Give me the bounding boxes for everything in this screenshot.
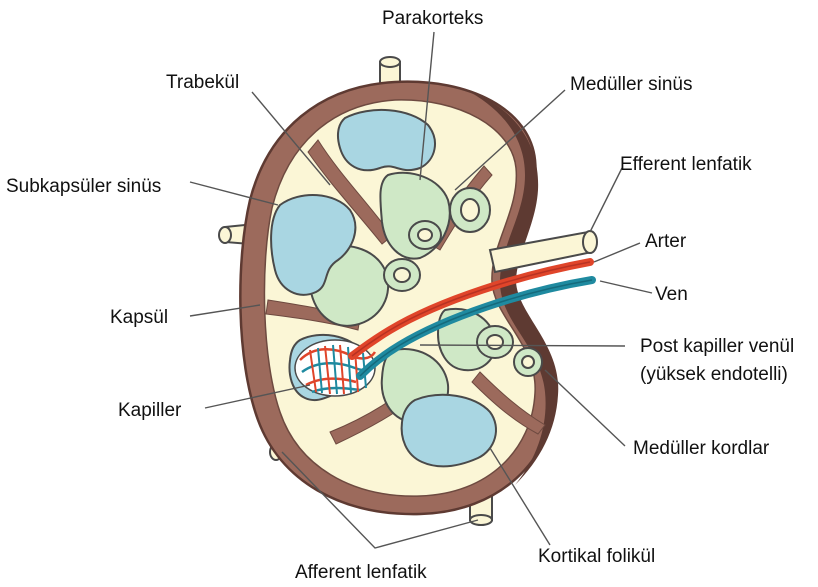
label-trabekul: Trabekül [166, 72, 239, 93]
label-afferent-lenfatik: Afferent lenfatik [295, 562, 427, 583]
label-meduller-sinus: Medüller sinüs [570, 74, 693, 95]
label-efferent-lenfatik: Efferent lenfatik [620, 154, 752, 175]
label-kortikal-folikul: Kortikal folikül [538, 546, 655, 567]
label-arter: Arter [645, 231, 687, 252]
label-kapiller: Kapiller [118, 400, 182, 421]
label-parakorteks: Parakorteks [382, 8, 483, 29]
label-kapsul: Kapsül [110, 307, 168, 328]
label-post-kapiller-venul-2: (yüksek endotelli) [640, 364, 788, 385]
label-ven: Ven [655, 284, 688, 305]
label-meduller-kordlar: Medüller kordlar [633, 438, 770, 459]
label-post-kapiller-venul-1: Post kapiller venül [640, 336, 794, 357]
label-subkapsuler-sinus: Subkapsüler sinüs [6, 176, 161, 197]
